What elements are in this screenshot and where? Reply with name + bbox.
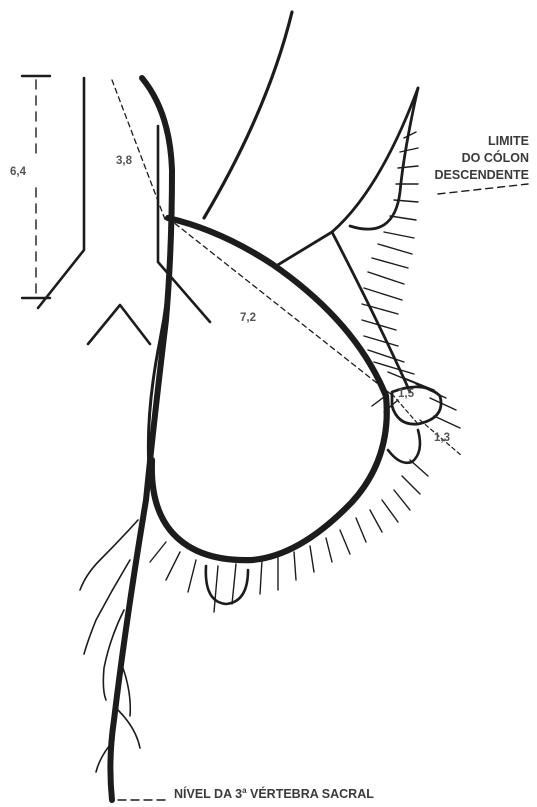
limite-line-2: DO CÓLON [435, 150, 529, 167]
mesentery-fringe-lower [150, 460, 428, 612]
nivel-label: NÍVEL DA 3a VÉRTEBRA SACRAL [174, 786, 374, 801]
measure-1-3: 1,3 [434, 432, 450, 444]
limite-line-3: DESCENDENTE [435, 167, 529, 184]
measure-3-8: 3,8 [116, 155, 132, 167]
rectal-vessel [110, 78, 172, 800]
measure-6-4: 6,4 [10, 166, 26, 178]
limite-dash [438, 184, 528, 194]
measure-7-2: 7,2 [240, 312, 256, 324]
nivel-prefix: NÍVEL DA 3 [174, 787, 242, 801]
limite-label: LIMITE DO CÓLON DESCENDENTE [435, 133, 529, 184]
small-loop-lower [388, 430, 420, 463]
dimension-7-2 [168, 218, 392, 395]
dimension-6-4 [22, 76, 50, 298]
measure-1-5: 1,5 [398, 388, 414, 400]
limite-line-1: LIMITE [435, 133, 529, 150]
bottom-appendix-loop [206, 566, 248, 604]
descending-colon [276, 88, 418, 392]
aorta-outline [38, 78, 210, 344]
upper-vessel [204, 12, 292, 218]
nivel-suffix: VÉRTEBRA SACRAL [247, 787, 374, 801]
